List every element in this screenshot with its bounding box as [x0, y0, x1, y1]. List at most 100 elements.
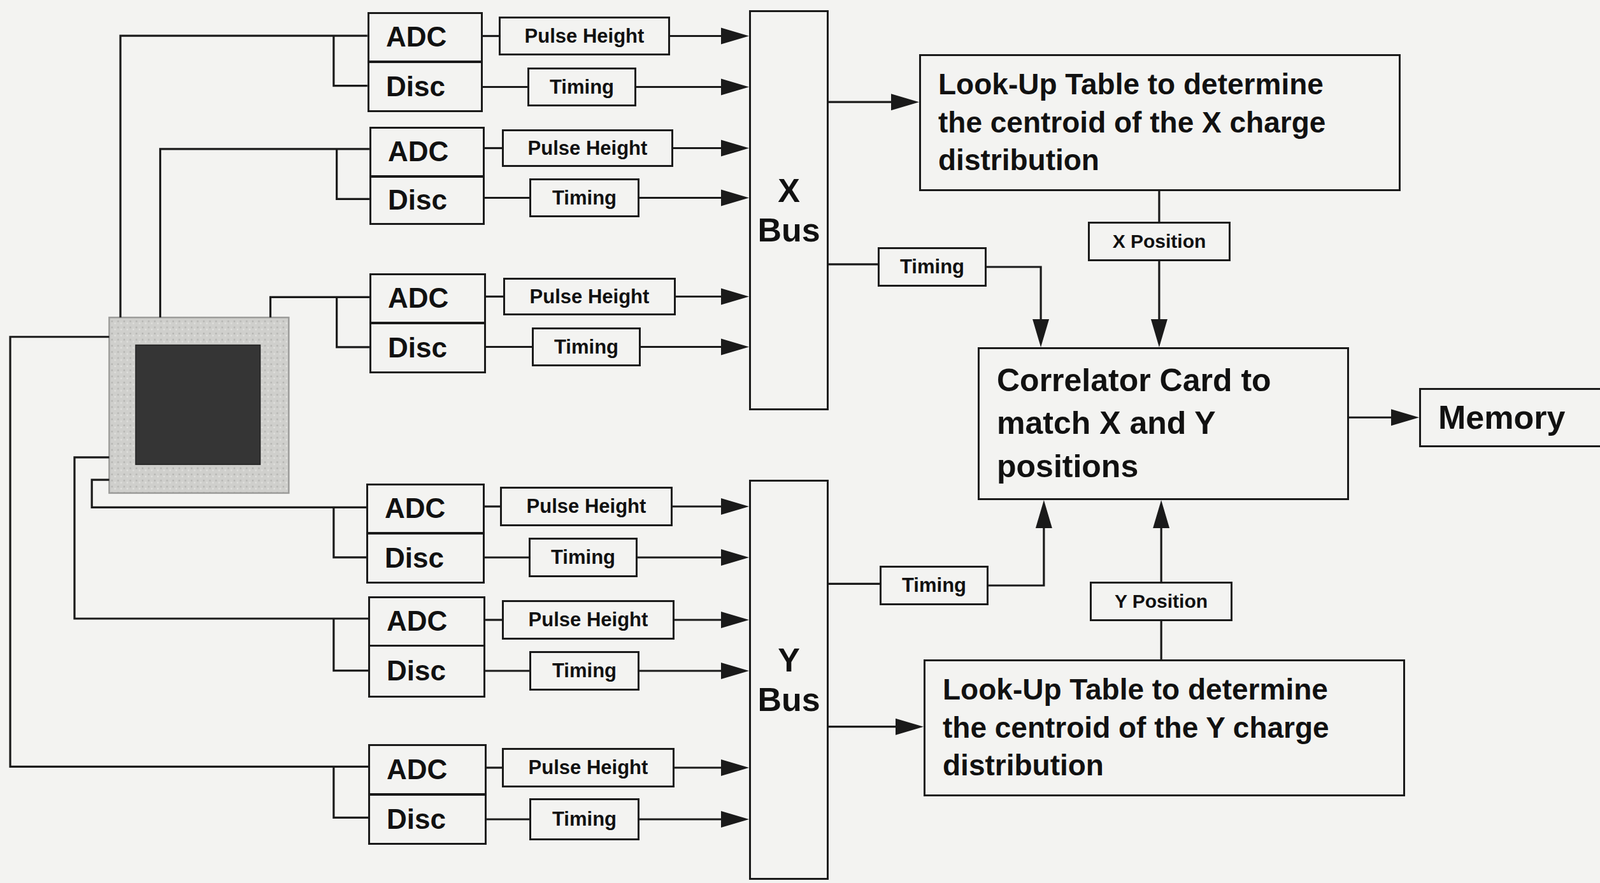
lookup-table-box: Look-Up Table to determine the centroid … [919, 54, 1401, 192]
arrowhead [721, 28, 750, 45]
box-label: ADC [385, 21, 447, 54]
box-label: Timing [554, 335, 619, 359]
bus-bar: Y Bus [749, 479, 829, 880]
timing-tag: Timing [531, 327, 641, 367]
connector [673, 140, 750, 157]
box-label: Timing [900, 255, 965, 279]
arrowhead [1152, 500, 1170, 529]
box-label: Correlator Card to match X and Y positio… [996, 359, 1309, 489]
connector-line [485, 669, 530, 672]
box-label: ADC [387, 135, 449, 169]
box-label: Memory [1438, 398, 1565, 437]
correlator-box: Correlator Card to match X and Y positio… [977, 347, 1350, 500]
signal-wire [74, 457, 369, 671]
arrowhead [721, 759, 750, 776]
signal-tag: Pulse Height [500, 486, 673, 527]
connector [828, 718, 924, 736]
adc-box: ADC [368, 596, 486, 647]
adc-box: ADC [367, 12, 483, 63]
box-label: Timing [550, 545, 616, 569]
connector [988, 500, 1053, 586]
box-label: Y Bus [753, 640, 825, 720]
connector-line [1160, 621, 1163, 660]
box-label: Pulse Height [526, 494, 647, 518]
arrowhead [1391, 408, 1420, 426]
signal-wire [91, 479, 367, 558]
box-label: Timing [552, 659, 617, 683]
signal-wire [120, 35, 368, 318]
arrowhead [721, 810, 750, 828]
timing-tag: Timing [529, 178, 640, 218]
box-label: Pulse Height [528, 756, 649, 779]
connector-line [640, 345, 736, 348]
connector-line [828, 582, 880, 585]
signal-tag: Pulse Height [501, 600, 675, 640]
box-label: Look-Up Table to determine the centroid … [938, 65, 1342, 180]
box-label: Disc [387, 331, 448, 365]
connector-line [639, 196, 736, 199]
position-tag: X Position [1087, 221, 1231, 262]
adc-box: ADC [368, 743, 487, 795]
box-label: X Position [1112, 230, 1207, 253]
connector [1349, 408, 1420, 426]
discriminator-box: Disc [368, 644, 486, 698]
connector-line [484, 556, 529, 558]
adc-box: ADC [369, 273, 486, 324]
connector-line [1157, 191, 1160, 222]
connector-line [636, 85, 736, 88]
connector-line [639, 817, 736, 820]
connector [485, 619, 502, 621]
box-label: Pulse Height [529, 285, 650, 309]
lookup-table-box: Look-Up Table to determine the centroid … [923, 659, 1406, 797]
arrowhead [721, 662, 750, 679]
arrowhead [1035, 500, 1053, 529]
connector-line [482, 35, 499, 37]
connector-line [482, 85, 528, 88]
box-label: Look-Up Table to determine the centroid … [942, 670, 1346, 785]
box-label: Disc [386, 803, 446, 836]
connector-line [486, 766, 502, 769]
connector-line [484, 147, 502, 150]
connector [482, 86, 528, 88]
adc-box: ADC [366, 483, 485, 534]
position-tag: Y Position [1089, 581, 1233, 622]
connector-line [637, 556, 736, 558]
signal-wires [10, 35, 370, 818]
connector-line [484, 505, 500, 508]
connector-line [986, 266, 1041, 334]
connector [484, 147, 502, 149]
timing-tag: Timing [527, 67, 637, 107]
arrowhead [721, 78, 750, 96]
box-label: Timing [552, 807, 617, 831]
connector [672, 498, 750, 515]
connector [639, 810, 750, 828]
connector [1150, 261, 1168, 348]
box-label: Timing [549, 75, 615, 99]
arrowhead [1032, 319, 1050, 348]
connector [1158, 191, 1160, 222]
discriminator-box: Disc [369, 322, 486, 374]
arrowhead [895, 718, 924, 736]
box-label: Timing [552, 186, 617, 210]
connector [486, 819, 530, 820]
arrowhead [721, 611, 750, 629]
connector [484, 197, 530, 199]
connector-line [486, 817, 530, 820]
connector-line [639, 669, 736, 672]
arrowhead [721, 549, 750, 566]
connector [675, 288, 750, 306]
detector-anode [135, 345, 260, 465]
signal-wire [270, 296, 370, 348]
box-label: ADC [386, 753, 448, 786]
connector [486, 767, 502, 769]
connector [674, 759, 750, 776]
arrowhead [721, 189, 750, 207]
connector [828, 93, 920, 111]
signal-tag: Pulse Height [503, 277, 676, 316]
box-label: Disc [385, 70, 446, 104]
box-label: Timing [901, 573, 967, 597]
connector [637, 549, 750, 566]
arrowhead [721, 338, 750, 356]
connector-line [485, 345, 532, 348]
discriminator-box: Disc [368, 793, 487, 845]
